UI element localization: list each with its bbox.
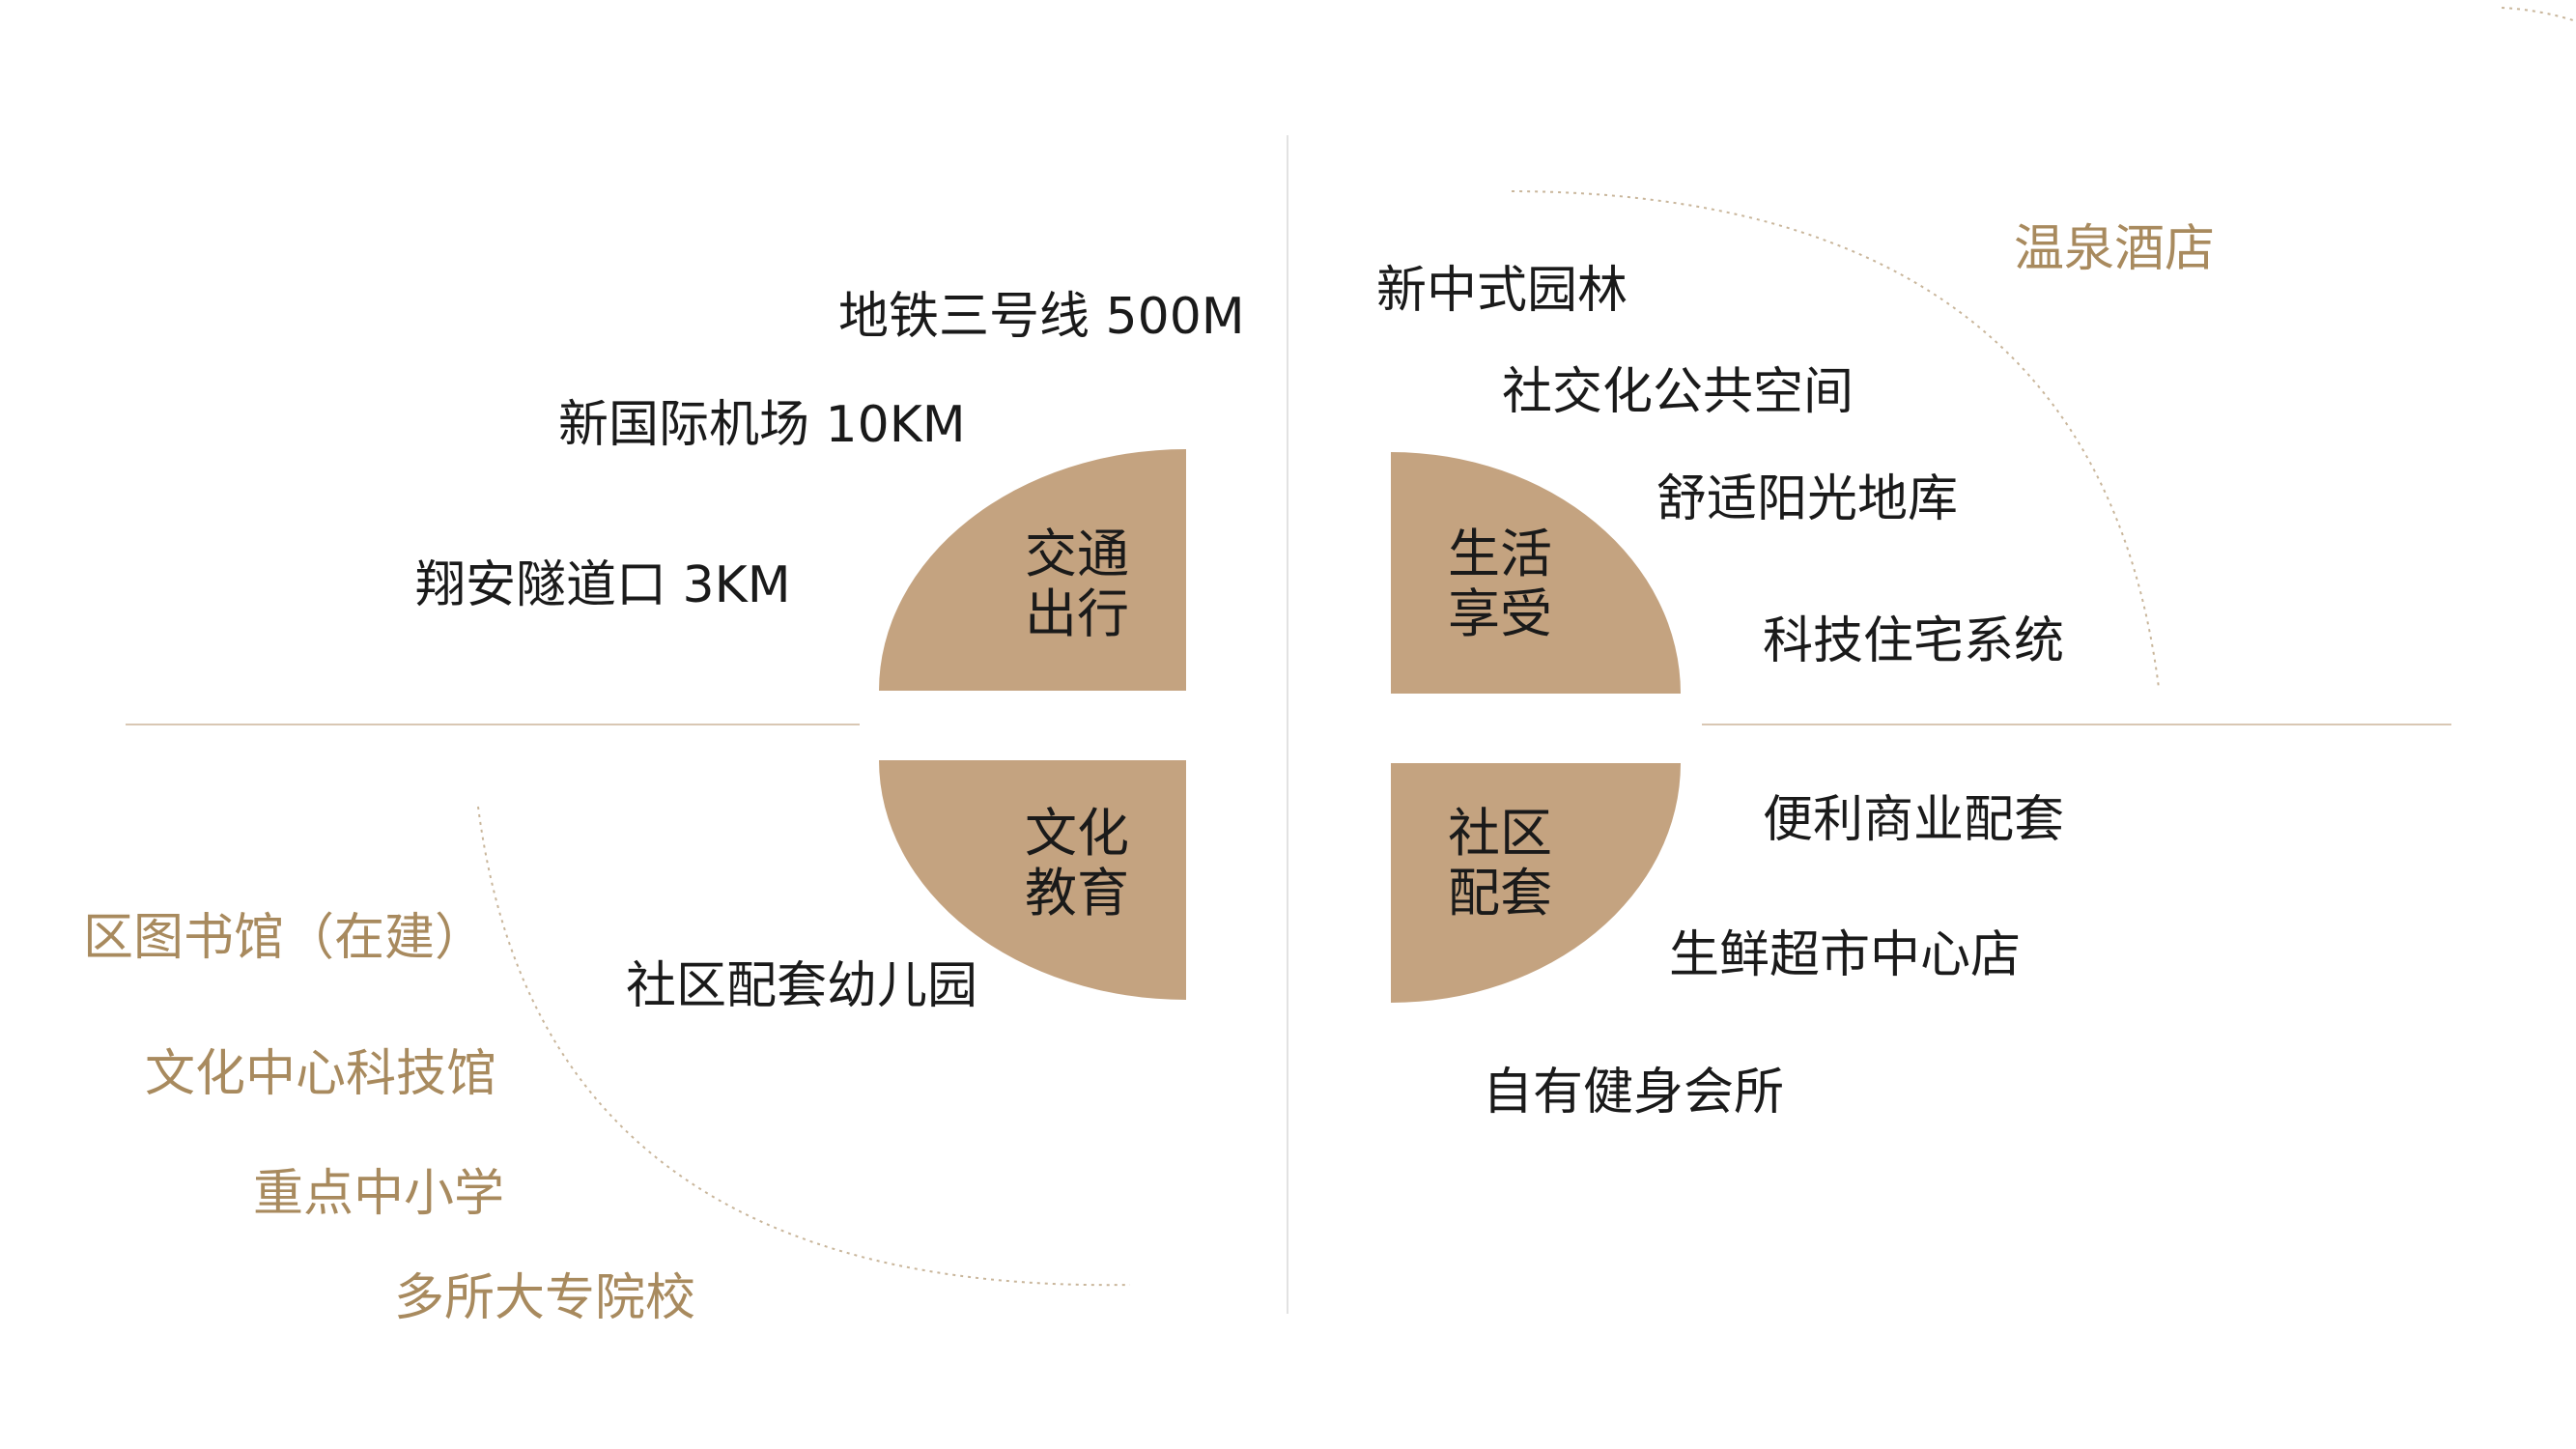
transport-label-line1: 交通 <box>1025 524 1129 584</box>
living-item-garden: 新中式园林 <box>1376 262 1628 320</box>
living-label-line1: 生活 <box>1448 524 1552 584</box>
education-item-kindergarten: 社区配套幼儿园 <box>626 957 978 1015</box>
transport-item-tunnel: 翔安隧道口 3KM <box>415 556 791 614</box>
education-label-line1: 文化 <box>1025 803 1129 864</box>
community-item-gym: 自有健身会所 <box>1483 1064 1785 1122</box>
quadrant-label-living: 生活 享受 <box>1447 525 1553 643</box>
quadrant-label-community: 社区 配套 <box>1447 804 1553 923</box>
sector-community <box>1391 763 1681 1003</box>
education-dotted-arc <box>477 806 1131 1287</box>
corner-arc <box>2501 7 2576 22</box>
education-highlight-library: 区图书馆（在建） <box>83 909 486 967</box>
community-item-commercial: 便利商业配套 <box>1763 791 2065 849</box>
living-item-garage: 舒适阳光地库 <box>1656 470 1959 528</box>
living-highlight-hot-spring: 温泉酒店 <box>2014 220 2216 278</box>
education-highlight-colleges: 多所大专院校 <box>394 1269 696 1327</box>
transport-item-metro: 地铁三号线 500M <box>838 288 1245 346</box>
sector-education <box>879 760 1186 1000</box>
living-dotted-arc <box>1511 190 2160 689</box>
community-label-line1: 社区 <box>1448 803 1552 864</box>
quadrant-label-transport: 交通 出行 <box>1024 525 1130 643</box>
transport-item-airport: 新国际机场 10KM <box>558 396 966 454</box>
community-label-line2: 配套 <box>1448 862 1552 923</box>
education-label-line2: 教育 <box>1025 862 1129 923</box>
living-item-smart-home: 科技住宅系统 <box>1763 612 2065 670</box>
education-highlight-science-center: 文化中心科技馆 <box>145 1045 497 1103</box>
transport-label-line2: 出行 <box>1025 582 1129 644</box>
community-item-supermarket: 生鲜超市中心店 <box>1669 926 2022 984</box>
living-label-line2: 享受 <box>1448 582 1552 644</box>
education-highlight-schools: 重点中小学 <box>253 1165 505 1223</box>
sector-transport <box>879 449 1186 691</box>
living-item-social-space: 社交化公共空间 <box>1502 363 1854 421</box>
sector-living <box>1391 452 1681 694</box>
quadrant-label-education: 文化 教育 <box>1024 804 1130 923</box>
